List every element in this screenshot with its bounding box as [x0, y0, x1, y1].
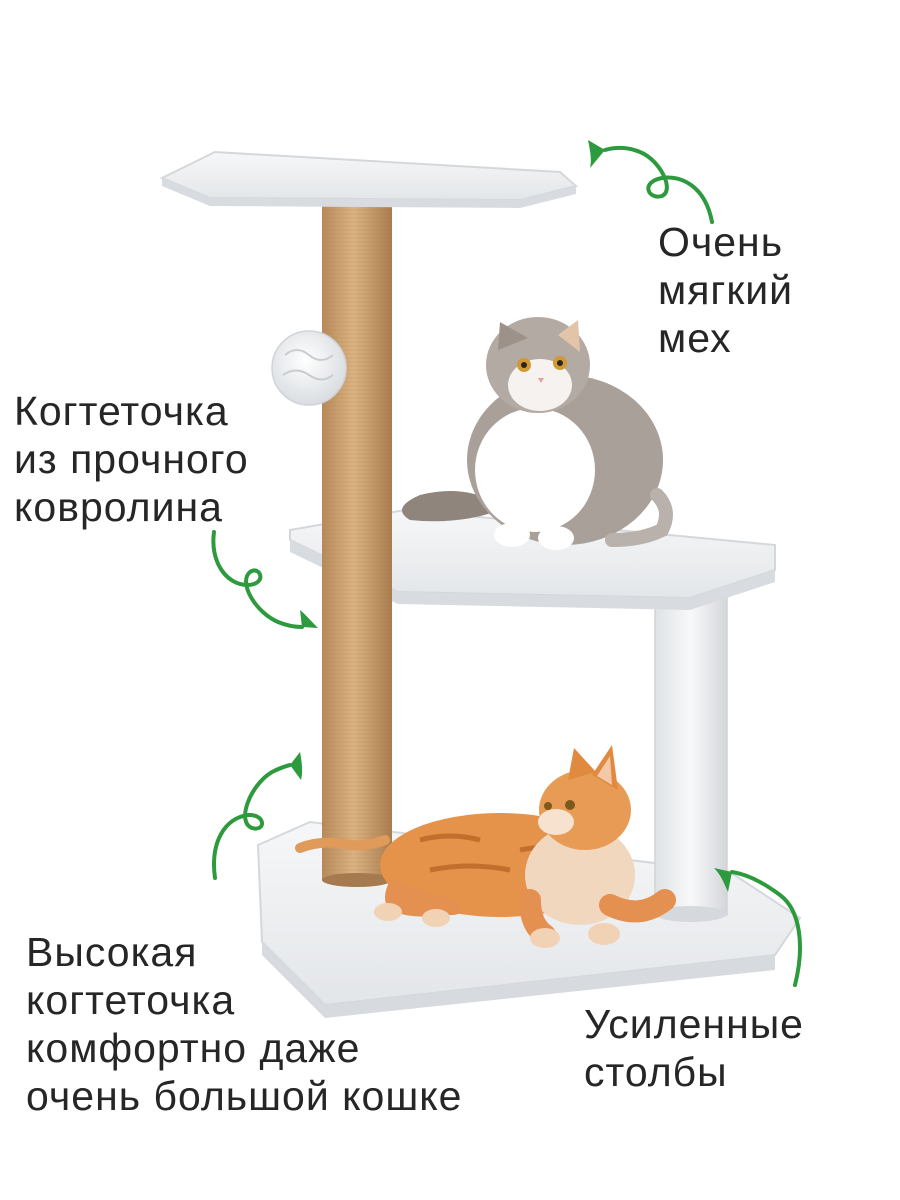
arrow-fur-head-icon: [588, 140, 605, 168]
soft-fur-caption: Очень мягкий мех: [658, 218, 793, 362]
caption-line: столбы: [584, 1049, 728, 1095]
caption-line: Когтеточка: [14, 388, 229, 434]
caption-line: комфортно даже: [26, 1025, 361, 1071]
caption-line: Усиленные: [584, 1001, 804, 1047]
ginger-cat: [295, 745, 676, 948]
caption-line: из прочного: [14, 436, 249, 482]
scratcher-caption: Когтеточка из прочного ковролина: [14, 387, 249, 531]
posts-caption: Усиленные столбы: [584, 1000, 804, 1096]
arrow-tall: [212, 763, 292, 880]
caption-line: Высокая: [26, 929, 198, 975]
caption-line: очень большой кошке: [26, 1073, 463, 1119]
arrow-posts-head-icon: [714, 868, 732, 892]
tall-scratcher-caption: Высокая когтеточка комфортно даже очень …: [26, 928, 462, 1120]
caption-line: мех: [658, 315, 732, 361]
arrow-posts: [730, 870, 802, 987]
caption-line: когтеточка: [26, 977, 236, 1023]
plush-post: [654, 574, 728, 922]
caption-line: мягкий: [658, 267, 794, 313]
sisal-post: [322, 185, 392, 887]
arrow-scratcher-head-icon: [300, 610, 318, 628]
top-platform: [159, 150, 579, 208]
caption-line: ковролина: [14, 484, 223, 530]
toy-ball: [271, 330, 347, 406]
caption-line: Очень: [658, 219, 784, 265]
arrow-scratcher: [211, 530, 304, 629]
calico-cat: [402, 317, 673, 550]
arrow-tall-head-icon: [290, 752, 303, 780]
arrow-fur: [603, 146, 714, 224]
